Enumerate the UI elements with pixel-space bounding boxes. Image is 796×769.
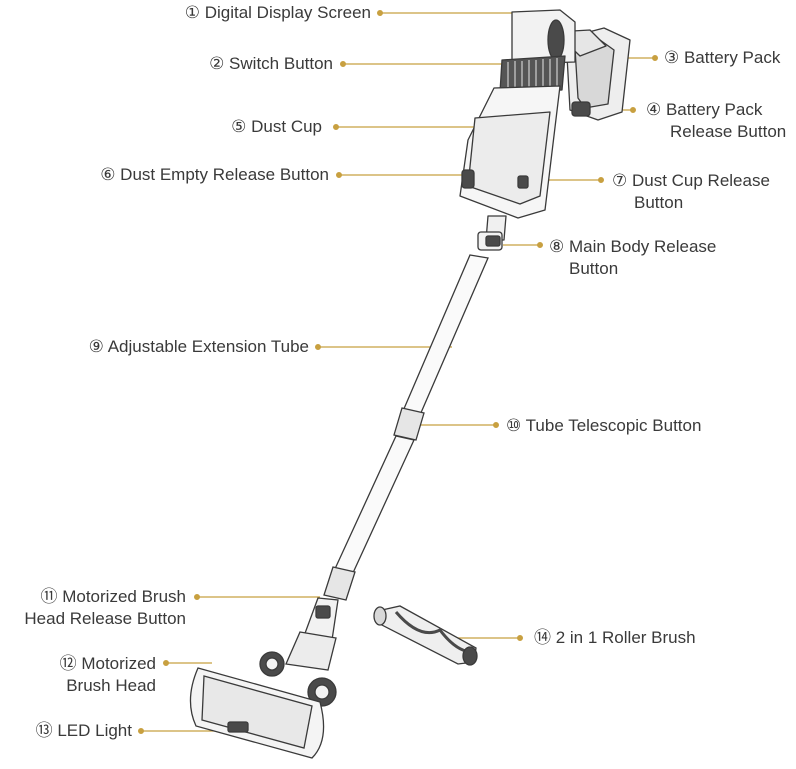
label-telescopic-button: ⑩ Tube Telescopic Button (506, 416, 702, 435)
brush-head (189, 667, 325, 759)
label-dust-cup-release-line1: ⑦ Dust Cup Release (612, 171, 770, 190)
label-brush-head: ⑫ Motorized Brush Head (60, 653, 156, 697)
battery-release-shape (571, 101, 591, 117)
label-brush-head-line1: ⑫ Motorized (59, 654, 156, 673)
label-dust-cup-release-line2: Button (634, 193, 684, 212)
label-dust-cup: ⑤ Dust Cup (231, 117, 322, 136)
label-battery-release: ④ Battery Pack Release Button (646, 99, 786, 143)
label-battery-release-line1: ④ Battery Pack (646, 100, 763, 119)
roller-brush-shape (375, 605, 477, 665)
label-brush-head-release-line1: ⑪ Motorized Brush (40, 587, 187, 606)
label-dust-cup-release: ⑦ Dust Cup Release Button (612, 170, 770, 214)
label-led-light: ⑬ LED Light (35, 721, 132, 740)
main-body (459, 9, 631, 251)
label-switch-button: ② Switch Button (209, 54, 333, 73)
roller-brush (373, 605, 478, 666)
label-brush-head-release: ⑪ Motorized Brush Head Release Button (24, 586, 186, 630)
cyclone-ring (499, 55, 566, 93)
led-light-shape (227, 721, 249, 733)
label-digital-display: ① Digital Display Screen (184, 3, 371, 22)
label-main-body-release-line1: ⑧ Main Body Release (549, 237, 717, 256)
tube-telescopic-collar (393, 407, 425, 441)
label-brush-head-line2: Brush Head (66, 676, 156, 695)
label-main-body-release: ⑧ Main Body Release Button (549, 236, 716, 280)
dust-cup-release-shape (517, 175, 529, 189)
label-dust-empty-release: ⑥ Dust Empty Release Button (100, 165, 329, 184)
brush-neck (259, 597, 339, 707)
label-battery-pack: ③ Battery Pack (664, 48, 781, 67)
label-roller-brush: ⑭ 2 in 1 Roller Brush (534, 628, 696, 647)
label-extension-tube: ⑨ Adjustable Extension Tube (88, 337, 309, 356)
tube-upper (402, 254, 489, 416)
label-brush-head-release-line2: Head Release Button (24, 609, 186, 628)
tube-lower-collar (323, 566, 356, 601)
extension-tube (323, 254, 489, 601)
dust-empty-release-shape (461, 169, 475, 189)
label-battery-release-line2: Release Button (670, 122, 787, 141)
tube-lower (333, 435, 415, 576)
label-main-body-release-line2: Button (569, 259, 619, 278)
